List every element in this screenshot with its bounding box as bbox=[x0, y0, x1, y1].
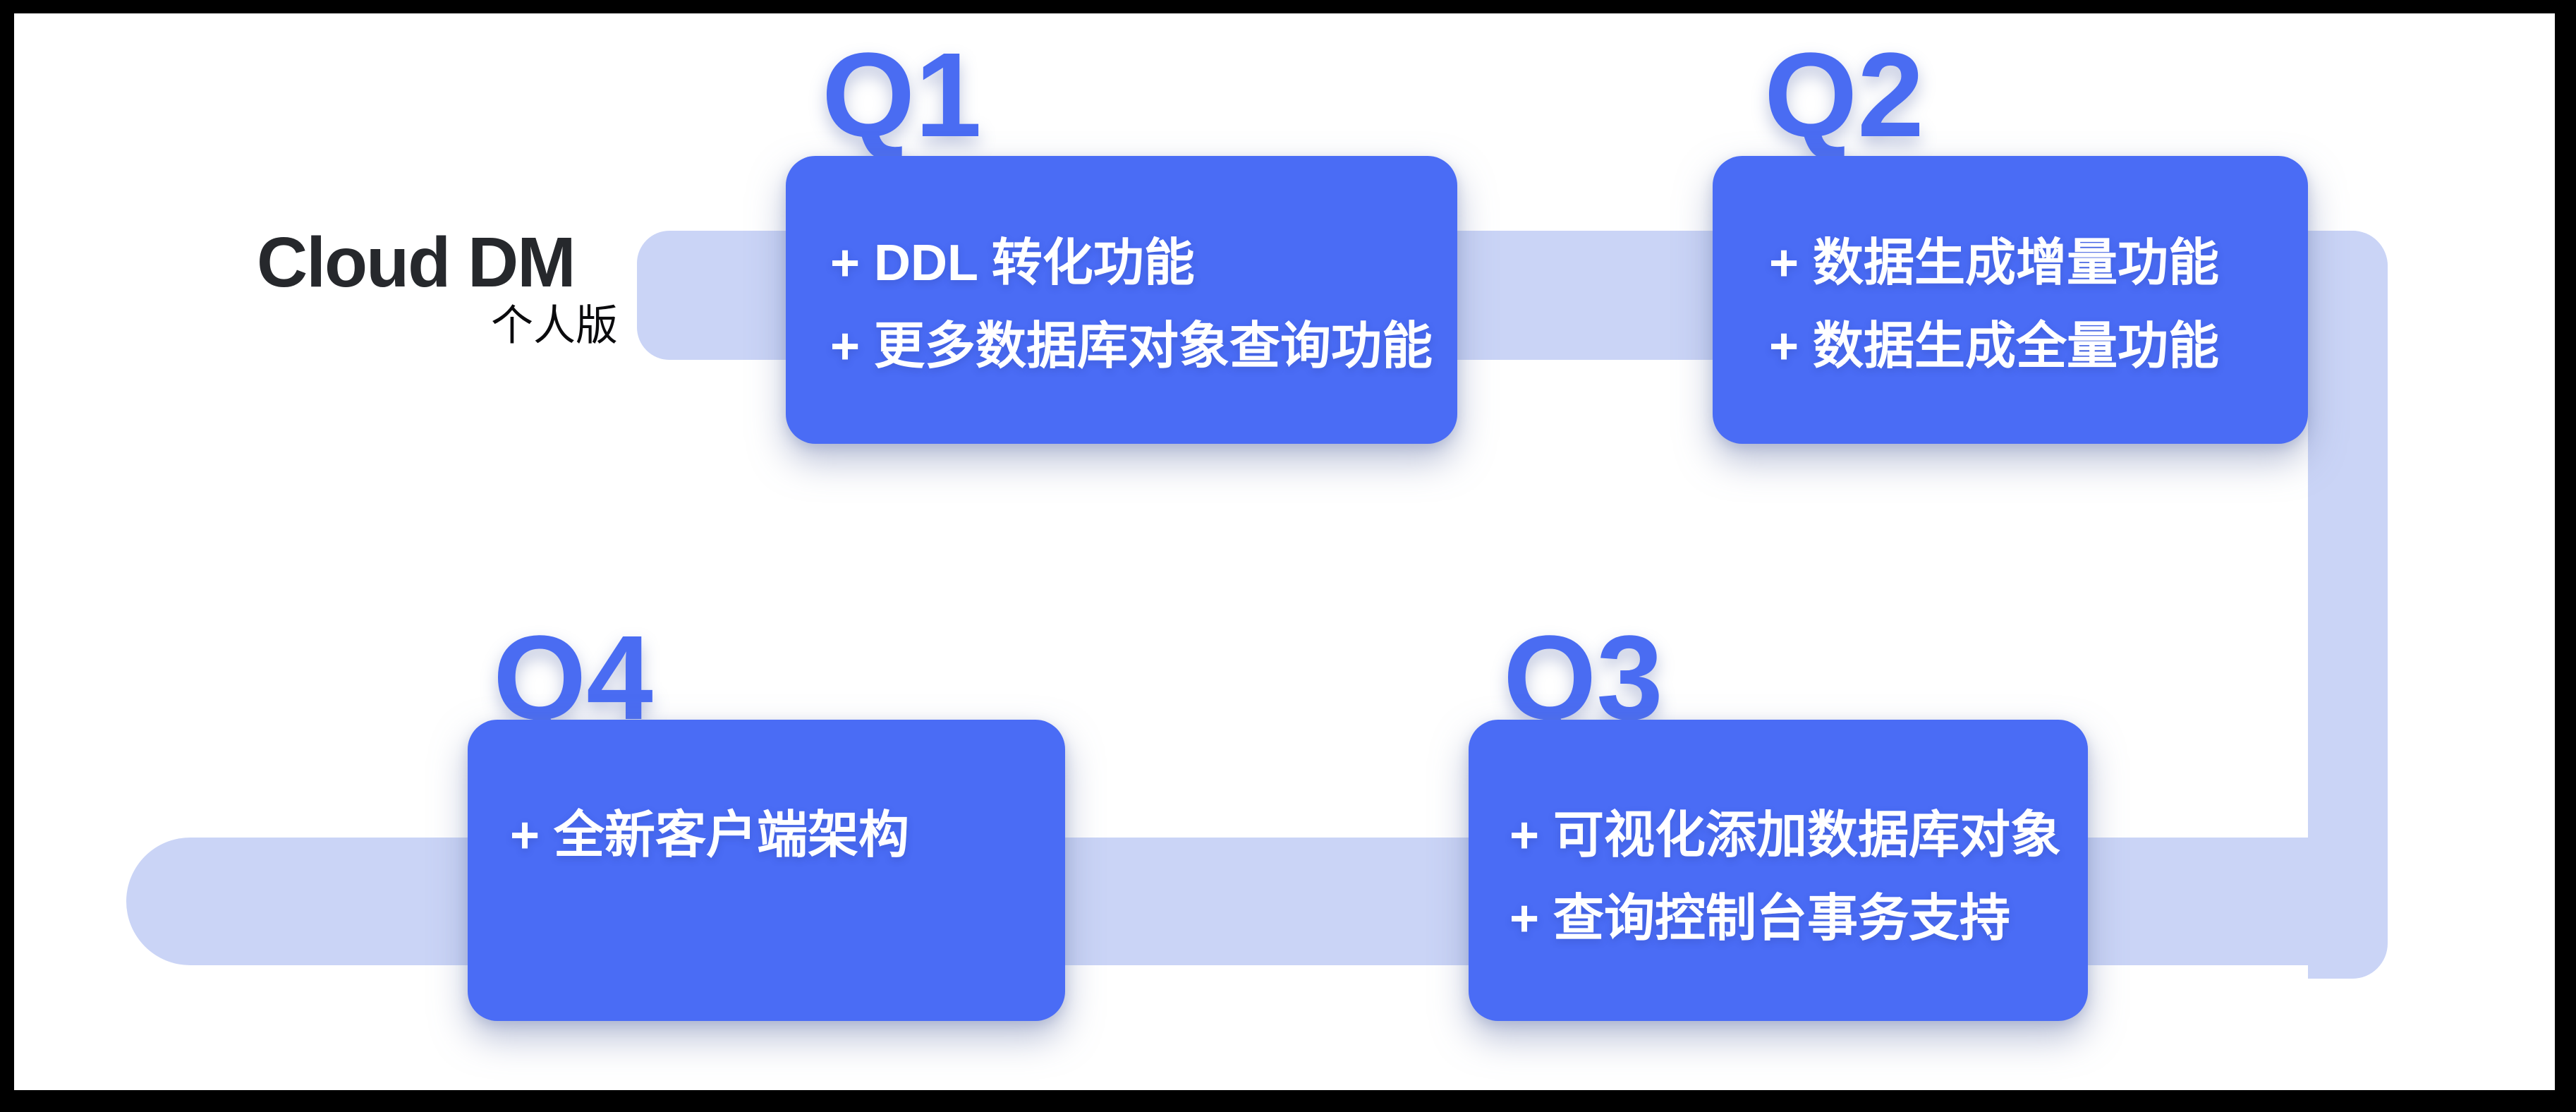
feature-item: + 全新客户端架构 bbox=[510, 807, 910, 864]
quarter-q4-card: + 全新客户端架构 bbox=[468, 720, 1065, 1021]
quarter-q3-card: + 可视化添加数据库对象 + 查询控制台事务支持 bbox=[1469, 720, 2088, 1021]
feature-item: + 更多数据库对象查询功能 bbox=[830, 318, 1433, 375]
feature-item: + 可视化添加数据库对象 bbox=[1509, 807, 2062, 864]
quarter-q1-card: + DDL 转化功能 + 更多数据库对象查询功能 bbox=[786, 156, 1457, 444]
roadmap-canvas: Cloud DM 个人版 Q1 Q2 Q3 Q4 + DDL 转化功能 + 更多… bbox=[14, 13, 2555, 1090]
feature-item: + DDL 转化功能 bbox=[830, 235, 1195, 291]
logo-brand-text: Cloud DM bbox=[257, 223, 576, 302]
logo-edition-text: 个人版 bbox=[491, 302, 618, 349]
quarter-q2-card: + 数据生成增量功能 + 数据生成全量功能 bbox=[1713, 156, 2308, 444]
feature-item: + 查询控制台事务支持 bbox=[1509, 890, 2011, 947]
feature-item: + 数据生成全量功能 bbox=[1769, 318, 2220, 375]
quarter-q4-label: Q4 bbox=[493, 611, 653, 745]
quarter-q3-label: Q3 bbox=[1503, 611, 1663, 745]
quarter-q1-label: Q1 bbox=[822, 28, 982, 162]
quarter-q2-label: Q2 bbox=[1764, 28, 1924, 162]
feature-item: + 数据生成增量功能 bbox=[1769, 235, 2220, 291]
cloud-dm-logo: Cloud DM 个人版 bbox=[257, 225, 618, 352]
